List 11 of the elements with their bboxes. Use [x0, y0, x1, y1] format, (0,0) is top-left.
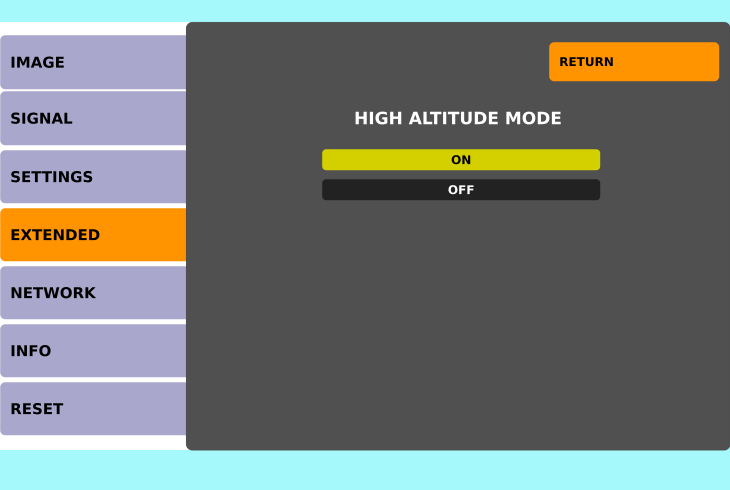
menu-button: SETTINGS: [0, 150, 204, 204]
return-button: RETURN: [549, 42, 720, 82]
menu-button: RESET: [0, 382, 204, 436]
menu-button: NETWORK: [0, 266, 204, 320]
menu-button: IMAGE: [0, 35, 204, 90]
menu-button: INFO: [0, 324, 204, 378]
option-button: ON: [322, 149, 600, 170]
option-button: OFF: [322, 179, 600, 200]
panel-heading: HIGH ALTITUDE MODE: [356, 112, 561, 124]
menu-button: EXTENDED: [0, 208, 204, 262]
menu-button: SIGNAL: [0, 91, 204, 146]
